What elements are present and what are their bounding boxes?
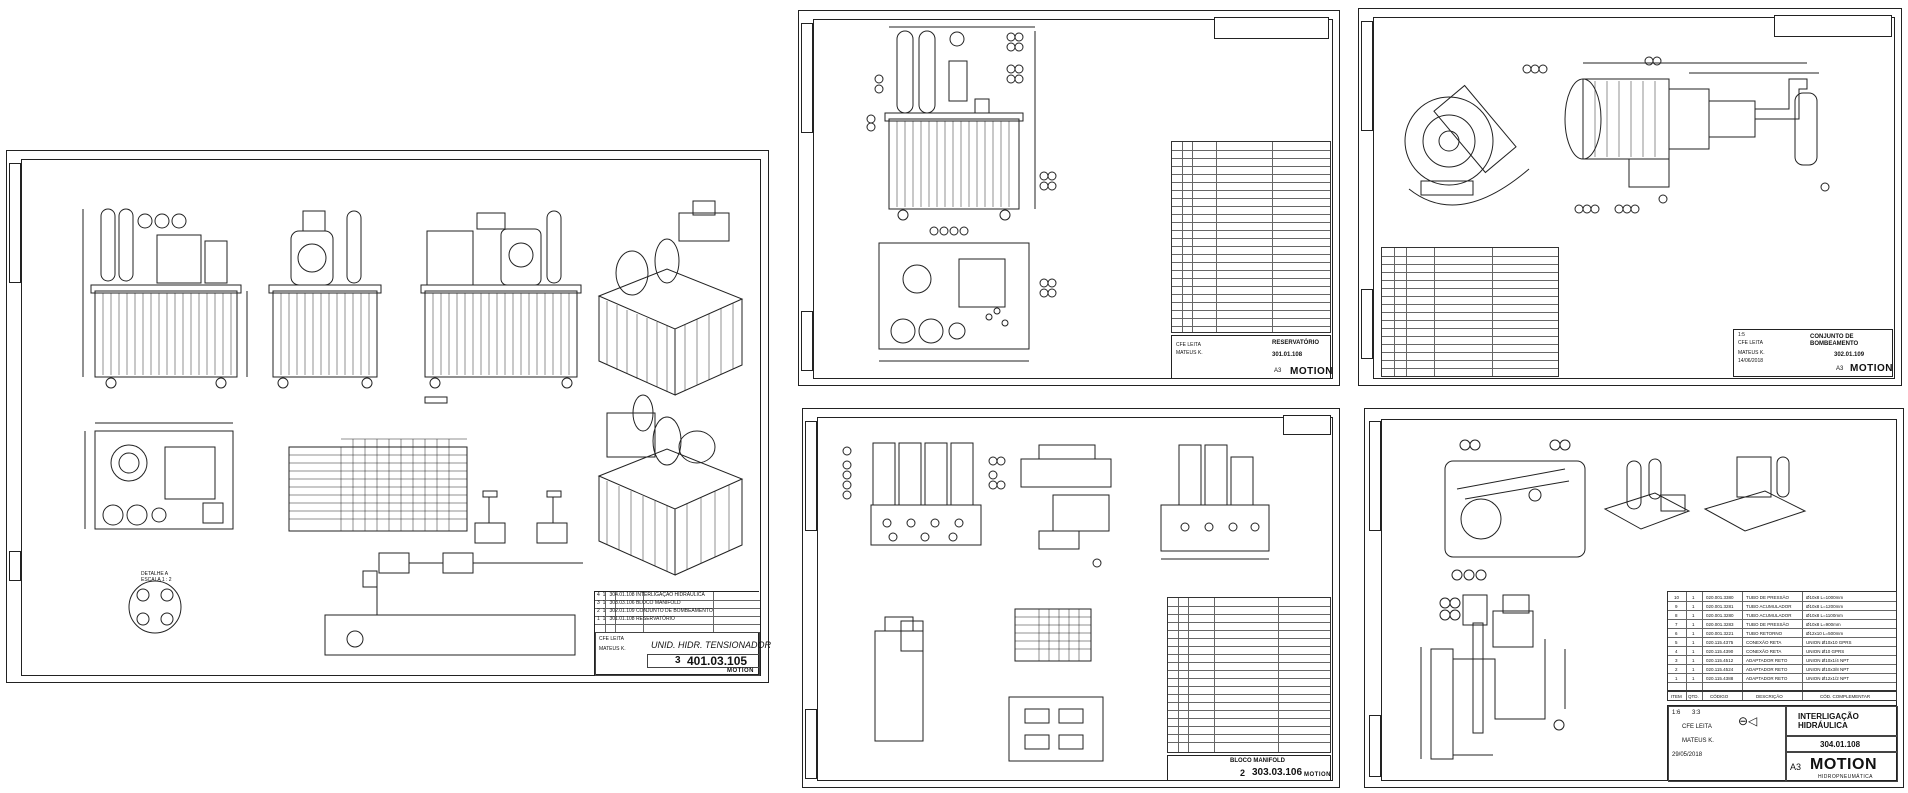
- parts-list: 4 1 304.01.108 INTERLIGAÇÃO HIDRÁULICA 3…: [595, 592, 760, 632]
- company-logo: MOTION: [1290, 366, 1333, 377]
- designer-label: CFE LEITA: [1176, 342, 1201, 348]
- revision-strip: [801, 23, 813, 133]
- bom-header-desc: DESCRIÇÃO: [1756, 694, 1783, 699]
- sheet-title: BLOCO MANIFOLD: [1230, 758, 1285, 764]
- revision-strip-bottom: [801, 311, 813, 371]
- date-label: 14/06/2018: [1738, 358, 1764, 364]
- sheet-border: [817, 417, 1333, 781]
- manifold-drawing: [842, 442, 1270, 762]
- interligacao-drawing: [1420, 439, 1807, 760]
- part-row-3: 3 1 303.03.106 BLOCO MANIFOLD: [597, 600, 681, 606]
- detail-label: DETALHE A: [141, 571, 169, 577]
- sheet-manifold: BLOCO MANIFOLD 2 303.03.106 MOTION: [802, 408, 1340, 788]
- scale-label: 1:5: [1738, 332, 1745, 338]
- title-block-reservatorio: CFE LEITA MATEUS K. RESERVATÓRIO 301.01.…: [1171, 335, 1333, 379]
- drawing-number: 401.03.105: [687, 654, 748, 668]
- drawing-number: 302.01.109: [1834, 352, 1865, 358]
- bom-table: [1167, 597, 1331, 753]
- bom-header-comp: CÓD. COMPLEMENTAR: [1820, 694, 1871, 699]
- sheet-border: [21, 159, 761, 676]
- sheet-size: A3: [1836, 366, 1844, 372]
- designer-label: CFE LEITA: [599, 636, 624, 642]
- revision-strip-bottom: [805, 709, 817, 779]
- title-block-bombeamento: 1:5 CFE LEITA MATEUS K. 14/06/2018 CONJU…: [1733, 329, 1893, 377]
- revision-number: 2: [1240, 768, 1246, 778]
- sheet-border: [1373, 17, 1895, 379]
- title-block-tensionador: 4 1 304.01.108 INTERLIGAÇÃO HIDRÁULICA 3…: [594, 591, 771, 676]
- sheet-title: INTERLIGAÇÃO HIDRÁULICA: [1798, 712, 1859, 730]
- company-logo: MOTION: [1304, 772, 1331, 778]
- company-subtitle: HIDROPNEUMÁTICA: [1818, 774, 1873, 780]
- revision-strip: [9, 163, 21, 283]
- drawing-number: 301.01.108: [1272, 352, 1303, 358]
- part-row-4: 4 1 304.01.108 INTERLIGAÇÃO HIDRÁULICA: [597, 592, 705, 598]
- sheet-count: 3:3: [1692, 710, 1701, 716]
- projection-icon: ⊖◁: [1738, 714, 1758, 728]
- sheet-title: CONJUNTO DE BOMBEAMENTO: [1810, 334, 1859, 347]
- bom-table: [1381, 247, 1559, 377]
- drawing-number: 303.03.106: [1252, 767, 1303, 778]
- revision-strip-bottom: [1369, 715, 1381, 777]
- author-label: MATEUS K.: [599, 646, 626, 652]
- sheet-tensionador: 4 1 304.01.108 INTERLIGAÇÃO HIDRÁULICA 3…: [6, 150, 771, 683]
- revision-strip: [805, 421, 817, 531]
- sheet-reservatorio: CFE LEITA MATEUS K. RESERVATÓRIO 301.01.…: [798, 10, 1340, 386]
- sheet-border: [813, 19, 1333, 379]
- tensionador-drawing: [82, 200, 744, 656]
- part-row-1: 1 1 301.01.108 RESERVATÓRIO: [597, 616, 675, 622]
- revision-table: [1774, 15, 1892, 37]
- company-logo: MOTION: [727, 668, 754, 674]
- company-logo: MOTION: [1850, 363, 1893, 374]
- bom-header-code: CÓDIGO: [1710, 694, 1729, 699]
- bom-header-qty: QTD.: [1688, 694, 1699, 699]
- revision-number: 3: [675, 655, 681, 666]
- author-label: MATEUS K.: [1176, 350, 1203, 356]
- bom-header: ITEM QTD. CÓDIGO DESCRIÇÃO CÓD. COMPLEME…: [1667, 691, 1897, 701]
- reservatorio-drawing: [866, 26, 1057, 362]
- sheet-size: A3: [1274, 368, 1282, 374]
- date-label: 29/05/2018: [1672, 752, 1703, 758]
- designer-label: CFE LEITA: [1682, 724, 1712, 730]
- title-block-interligacao: 1:6 3:3 ⊖◁ CFE LEITA MATEUS K. 29/05/201…: [1667, 705, 1898, 782]
- drawing-number: 304.01.108: [1820, 740, 1861, 749]
- sheet-title: RESERVATÓRIO: [1272, 340, 1320, 346]
- part-row-2: 2 1 302.01.109 CONJUNTO DE BOMBEAMENTO: [597, 608, 713, 614]
- revision-strip-bottom: [1361, 289, 1373, 359]
- bom-table: [1171, 141, 1331, 333]
- sheet-title: UNID. HIDR. TENSIONADOR: [651, 640, 772, 650]
- revision-table: [1214, 17, 1329, 39]
- author-label: MATEUS K.: [1682, 738, 1714, 744]
- revision-strip-bottom: [9, 551, 21, 581]
- author-label: MATEUS K.: [1738, 350, 1765, 356]
- revision-strip: [1369, 421, 1381, 531]
- revision-strip: [1361, 21, 1373, 131]
- bom-header-item: ITEM: [1671, 694, 1682, 699]
- sheet-size: A3: [1790, 762, 1802, 772]
- title-block-manifold: BLOCO MANIFOLD 2 303.03.106 MOTION: [1167, 755, 1331, 781]
- company-logo: MOTION: [1810, 756, 1877, 773]
- bombeamento-drawing: [1404, 56, 1830, 214]
- detail-scale: ESCALA 1 : 2: [141, 577, 172, 583]
- revision-table: [1283, 415, 1331, 435]
- designer-label: CFE LEITA: [1738, 340, 1763, 346]
- sheet-bombeamento: 1:5 CFE LEITA MATEUS K. 14/06/2018 CONJU…: [1358, 8, 1902, 386]
- scale-label: 1:6: [1672, 710, 1681, 716]
